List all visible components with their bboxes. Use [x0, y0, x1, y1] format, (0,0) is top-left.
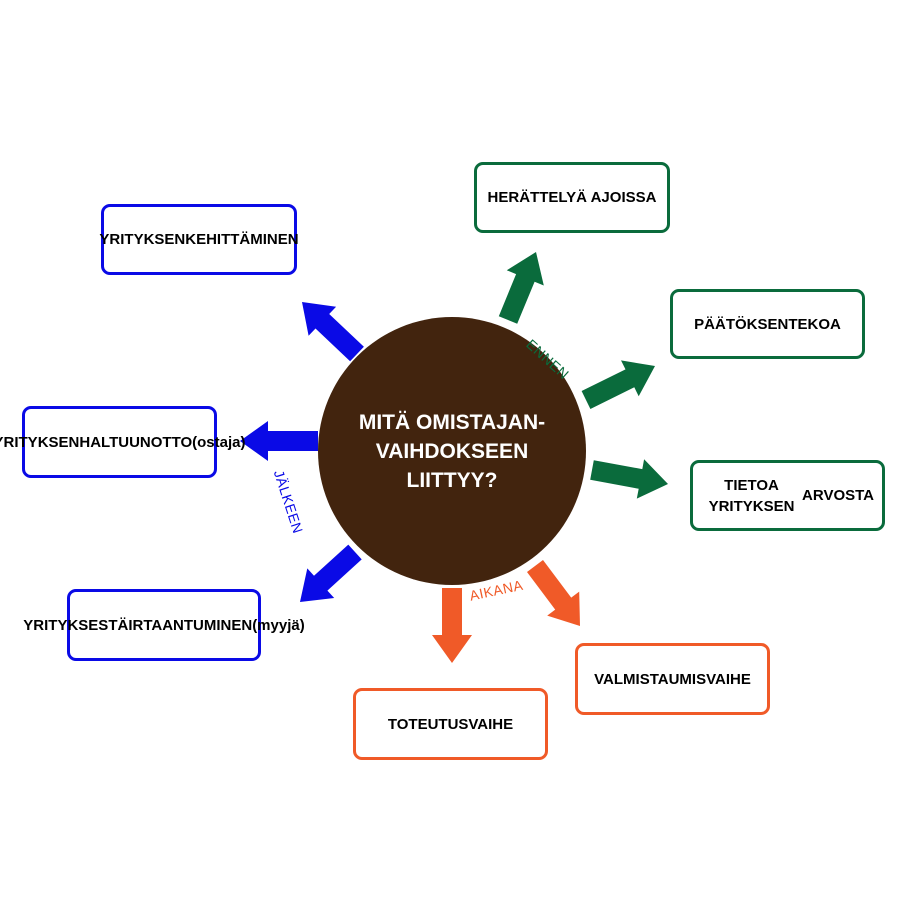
box-text: (myyjä) [252, 616, 305, 634]
center-line-3: LIITTYY? [406, 468, 498, 492]
box-text: PÄÄTÖKSENTEKOA [694, 315, 841, 333]
center-line-2: VAIHDOKSEEN [375, 439, 529, 463]
box-tietoa-yrityksen-arvosta: TIETOA YRITYKSEN ARVOSTA [690, 460, 885, 531]
arrow-to-paatoksenteko [581, 360, 655, 409]
box-yrityksen-haltuunotto: YRITYKSEN HALTUUNOTTO (ostaja) [0, 406, 245, 478]
arrow-to-irtaantuminen [300, 544, 362, 602]
center-circle: MITÄ OMISTAJAN- VAIHDOKSEEN LIITTYY? [318, 317, 586, 585]
arrow-to-haltuunotto [240, 421, 318, 461]
box-valmistaumisvaihe: VALMISTAUMISVAIHE [575, 643, 770, 715]
box-yrityksen-kehittaminen: YRITYKSEN KEHITTÄMINEN [99, 204, 299, 275]
box-herattelya-ajoissa: HERÄTTELYÄ AJOISSA [474, 162, 670, 233]
box-text: YRITYKSEN [0, 433, 80, 451]
arrow-to-toteutus [432, 588, 472, 663]
box-text: ARVOSTA [802, 487, 874, 504]
arrow-to-valmistaumis [527, 560, 580, 626]
box-text: HALTUUNOTTO [79, 433, 193, 451]
arrow-to-herattely [498, 252, 544, 324]
box-text: KEHITTÄMINEN [185, 231, 299, 248]
box-yrityksesta-irtaantuminen: YRITYKSESTÄ IRTAANTUMINEN (myyjä) [23, 589, 305, 661]
box-text: HERÄTTELYÄ AJOISSA [487, 189, 657, 206]
box-text: (ostaja) [192, 433, 246, 451]
box-paatoksentekoa: PÄÄTÖKSENTEKOA [670, 289, 865, 359]
box-text: TOTEUTUSVAIHE [387, 715, 514, 733]
box-text: VALMISTAUMISVAIHE [594, 670, 751, 688]
box-text: TIETOA YRITYKSEN [708, 476, 795, 515]
arrow-to-tietoa [590, 459, 668, 499]
box-text: YRITYKSEN [99, 231, 186, 248]
box-text: IRTAANTUMINEN [128, 616, 253, 634]
box-toteutusvaihe: TOTEUTUSVAIHE [353, 688, 548, 760]
box-text: YRITYKSESTÄ [23, 616, 129, 634]
center-line-1: MITÄ OMISTAJAN- [358, 410, 546, 434]
arrow-to-kehittaminen [302, 302, 364, 362]
